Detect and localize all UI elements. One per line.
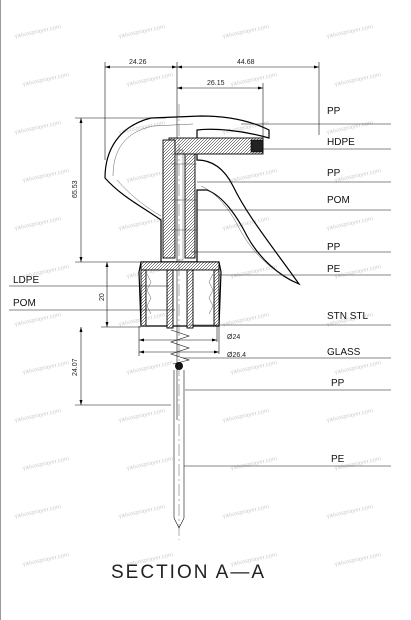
watermark-text: yatuosprayer.com bbox=[222, 312, 270, 328]
material-hdpe: HDPE bbox=[327, 137, 355, 148]
left-leaders bbox=[9, 285, 175, 311]
watermark-text: yatuosprayer.com bbox=[334, 360, 382, 376]
watermark-text: yatuosprayer.com bbox=[118, 120, 166, 136]
watermark-text: yatuosprayer.com bbox=[222, 504, 270, 520]
side-dimensions: 65.53 20 24.07 bbox=[72, 117, 171, 406]
watermark-text: yatuosprayer.com bbox=[22, 168, 70, 184]
watermark-text: yatuosprayer.com bbox=[326, 504, 374, 520]
watermark-text: yatuosprayer.com bbox=[22, 456, 70, 472]
watermark-text: yatuosprayer.com bbox=[326, 120, 374, 136]
watermark-text: yatuosprayer.com bbox=[230, 168, 278, 184]
material-pe-1: PE bbox=[327, 264, 341, 275]
sprayer-head bbox=[104, 104, 301, 540]
material-pom-left: POM bbox=[13, 298, 36, 309]
watermark-text: yatuosprayer.com bbox=[14, 312, 62, 328]
material-glass: GLASS bbox=[327, 347, 361, 358]
watermark-text: yatuosprayer.com bbox=[126, 72, 174, 88]
material-ldpe: LDPE bbox=[13, 275, 39, 286]
watermark-text: yatuosprayer.com bbox=[22, 360, 70, 376]
watermark-text: yatuosprayer.com bbox=[334, 72, 382, 88]
watermark-text: yatuosprayer.com bbox=[326, 24, 374, 40]
dim-diameter-outer: Ø26.4 bbox=[227, 352, 246, 359]
watermark-text: yatuosprayer.com bbox=[222, 24, 270, 40]
section-title: SECTION A—A bbox=[111, 562, 266, 583]
watermark-text: yatuosprayer.com bbox=[334, 264, 382, 280]
watermark-text: yatuosprayer.com bbox=[334, 168, 382, 184]
watermark-text: yatuosprayer.com bbox=[126, 360, 174, 376]
dim-width-right: 44.68 bbox=[237, 59, 255, 66]
dim-height-total: 65.53 bbox=[72, 180, 79, 198]
watermark-text: yatuosprayer.com bbox=[126, 456, 174, 472]
dim-width-mid: 26.15 bbox=[207, 80, 225, 87]
dim-height-cap: 20 bbox=[99, 293, 106, 301]
material-labels-left: LDPE POM bbox=[13, 275, 39, 309]
watermark-text: yatuosprayer.com bbox=[118, 408, 166, 424]
watermark-text: yatuosprayer.com bbox=[118, 24, 166, 40]
watermark-text: yatuosprayer.com bbox=[14, 120, 62, 136]
material-pp-3: PP bbox=[327, 242, 341, 253]
watermark-text: yatuosprayer.com bbox=[230, 72, 278, 88]
material-pp-1: PP bbox=[327, 106, 341, 117]
material-pp-4: PP bbox=[331, 378, 345, 389]
material-pom-right: POM bbox=[327, 195, 350, 206]
dim-height-tube: 24.07 bbox=[72, 358, 79, 376]
watermark-text: yatuosprayer.com bbox=[334, 552, 382, 568]
watermark-text: yatuosprayer.com bbox=[14, 504, 62, 520]
watermark-text: yatuosprayer.com bbox=[230, 360, 278, 376]
watermark-text: yatuosprayer.com bbox=[230, 456, 278, 472]
material-pp-2: PP bbox=[327, 168, 341, 179]
material-labels-right: PP HDPE PP POM PP PE STN STL GLASS PP PE bbox=[327, 106, 369, 465]
right-leaders bbox=[183, 123, 391, 467]
watermark-text: yatuosprayer.com bbox=[14, 408, 62, 424]
watermark-text: yatuosprayer.com bbox=[22, 72, 70, 88]
watermark-text: yatuosprayer.com bbox=[118, 504, 166, 520]
watermark-text: yatuosprayer.com bbox=[222, 216, 270, 232]
material-pe-2: PE bbox=[331, 454, 345, 465]
diameter-dimensions: Ø24 Ø26.4 bbox=[138, 326, 246, 359]
top-dimensions: 24.26 44.68 26.15 bbox=[104, 59, 320, 420]
dim-diameter-inner: Ø24 bbox=[227, 334, 240, 341]
watermark-text: yatuosprayer.com bbox=[14, 216, 62, 232]
watermark-text: yatuosprayer.com bbox=[326, 408, 374, 424]
watermark-text: yatuosprayer.com bbox=[222, 120, 270, 136]
watermark-text: yatuosprayer.com bbox=[14, 24, 62, 40]
watermark-text: yatuosprayer.com bbox=[326, 216, 374, 232]
watermark-text: yatuosprayer.com bbox=[222, 408, 270, 424]
dim-width-left: 24.26 bbox=[129, 59, 147, 66]
watermark-text: yatuosprayer.com bbox=[22, 552, 70, 568]
material-stainless-steel: STN STL bbox=[327, 311, 369, 322]
